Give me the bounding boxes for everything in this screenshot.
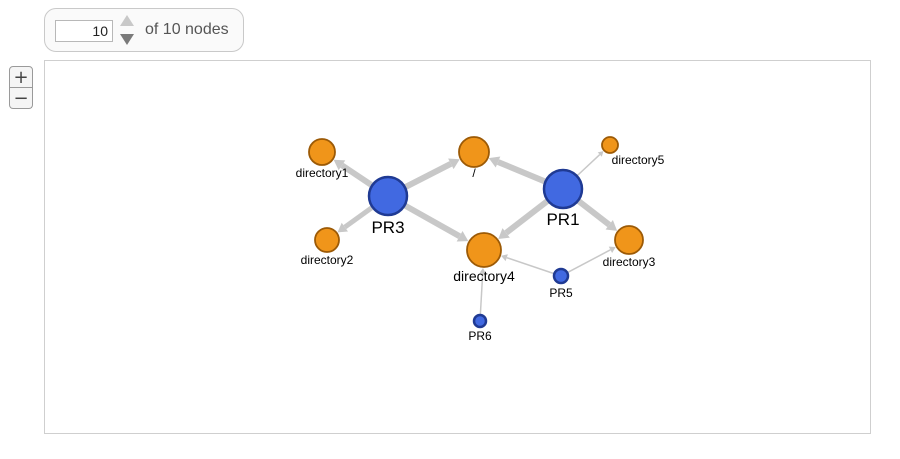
edge-PR3-to-directory4: [403, 202, 469, 242]
node-PR6[interactable]: PR6: [468, 313, 492, 343]
pr-node-circle[interactable]: [472, 313, 488, 329]
edge-arrowhead-icon: [498, 228, 510, 239]
zoom-out-button[interactable]: −: [9, 88, 33, 109]
directory-node-circle[interactable]: [614, 225, 644, 255]
edge-PR1-to-directory3: [576, 198, 618, 231]
edge-PR3-to-root: [403, 158, 460, 191]
zoom-in-button[interactable]: +: [9, 66, 33, 88]
node-count-control: of 10 nodes: [44, 8, 244, 52]
node-count-input[interactable]: [55, 20, 113, 42]
node-label: directory3: [603, 255, 656, 269]
edge-arrowhead-icon: [448, 158, 460, 170]
node-directory4[interactable]: directory4: [453, 232, 515, 284]
edge-line: [403, 161, 453, 191]
edge-arrowhead-icon: [488, 156, 501, 168]
node-label: directory5: [612, 153, 665, 167]
edge-line: [479, 272, 484, 316]
edge-PR5-to-directory3: [566, 246, 616, 274]
step-up-arrow-icon[interactable]: [120, 15, 134, 26]
pr-node-circle[interactable]: [552, 267, 570, 285]
edge-line: [343, 205, 375, 230]
node-directory2[interactable]: directory2: [301, 227, 354, 267]
pr-node-circle[interactable]: [367, 175, 409, 217]
directory-node-circle[interactable]: [458, 136, 490, 168]
edge-PR5-to-directory4: [501, 254, 555, 275]
edge-arrowhead-icon: [456, 231, 469, 242]
edge-line: [566, 249, 611, 274]
node-PR1[interactable]: PR1: [542, 168, 584, 229]
edge-line: [340, 162, 374, 188]
zoom-controls: + −: [9, 66, 33, 109]
node-count-stepper[interactable]: [119, 14, 135, 48]
node-PR5[interactable]: PR5: [549, 267, 573, 300]
edge-arrowhead-icon: [605, 219, 618, 231]
edge-line: [496, 159, 547, 185]
edge-PR1-to-directory4: [498, 198, 550, 239]
edge-arrowhead-icon: [597, 151, 604, 157]
node-directory1[interactable]: directory1: [296, 138, 349, 180]
edge-line: [576, 154, 601, 177]
directory-node-circle[interactable]: [601, 136, 619, 154]
edges-layer: [333, 151, 618, 316]
edge-PR3-to-directory1: [333, 159, 374, 188]
node-label: directory4: [453, 268, 515, 284]
node-directory5[interactable]: directory5: [601, 136, 665, 167]
directory-node-circle[interactable]: [314, 227, 340, 253]
edge-arrowhead-icon: [333, 159, 346, 171]
edge-arrowhead-icon: [608, 246, 616, 254]
node-label: directory1: [296, 166, 349, 180]
edge-arrowhead-icon: [337, 222, 349, 233]
edge-PR1-to-directory5: [576, 151, 604, 177]
edge-arrowhead-icon: [479, 267, 486, 274]
node-label: directory2: [301, 253, 354, 267]
edge-PR6-to-directory4: [479, 267, 486, 316]
node-label: /: [472, 166, 476, 180]
edge-line: [506, 256, 555, 275]
node-directory3[interactable]: directory3: [603, 225, 656, 269]
node-root[interactable]: /: [458, 136, 490, 180]
directory-node-circle[interactable]: [308, 138, 336, 166]
node-label: PR3: [371, 218, 404, 237]
edge-line: [576, 198, 612, 228]
pr-node-circle[interactable]: [542, 168, 584, 210]
edge-PR3-to-directory2: [337, 205, 375, 233]
edge-line: [403, 202, 462, 239]
node-label: PR5: [549, 286, 573, 300]
node-label: PR1: [546, 210, 579, 229]
edge-PR1-to-root: [488, 156, 547, 185]
node-PR3[interactable]: PR3: [367, 175, 409, 237]
edge-line: [504, 198, 550, 236]
node-count-label: of 10 nodes: [145, 21, 229, 38]
step-down-arrow-icon[interactable]: [120, 34, 134, 45]
edge-arrowhead-icon: [501, 254, 508, 262]
directory-node-circle[interactable]: [466, 232, 502, 268]
node-label: PR6: [468, 329, 492, 343]
